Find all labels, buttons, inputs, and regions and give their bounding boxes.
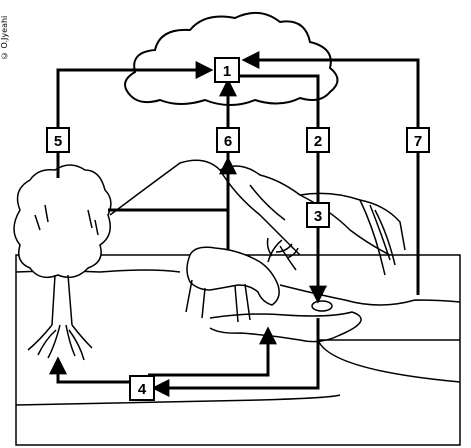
arrows (49, 51, 420, 397)
tree (13, 164, 112, 361)
label-2: 2 (314, 133, 322, 150)
label-box-2: 2 (306, 127, 330, 153)
pond (311, 300, 333, 312)
label-box-4: 4 (129, 375, 155, 401)
label-6: 6 (224, 133, 232, 150)
arrow-4b (49, 356, 130, 384)
mountains (109, 159, 406, 276)
arrow-7 (241, 51, 420, 295)
arrow-4 (151, 318, 320, 397)
label-7: 7 (414, 133, 422, 150)
label-box-1: 1 (214, 57, 240, 83)
deer (185, 237, 299, 323)
label-box-6: 6 (216, 127, 240, 153)
arrow-4c (148, 326, 277, 377)
label-4: 4 (138, 381, 147, 398)
label-5: 5 (54, 133, 62, 150)
label-box-5: 5 (46, 127, 70, 153)
label-3: 3 (314, 208, 322, 225)
label-1: 1 (223, 63, 231, 80)
label-box-7: 7 (406, 127, 430, 153)
label-box-3: 3 (306, 202, 330, 228)
